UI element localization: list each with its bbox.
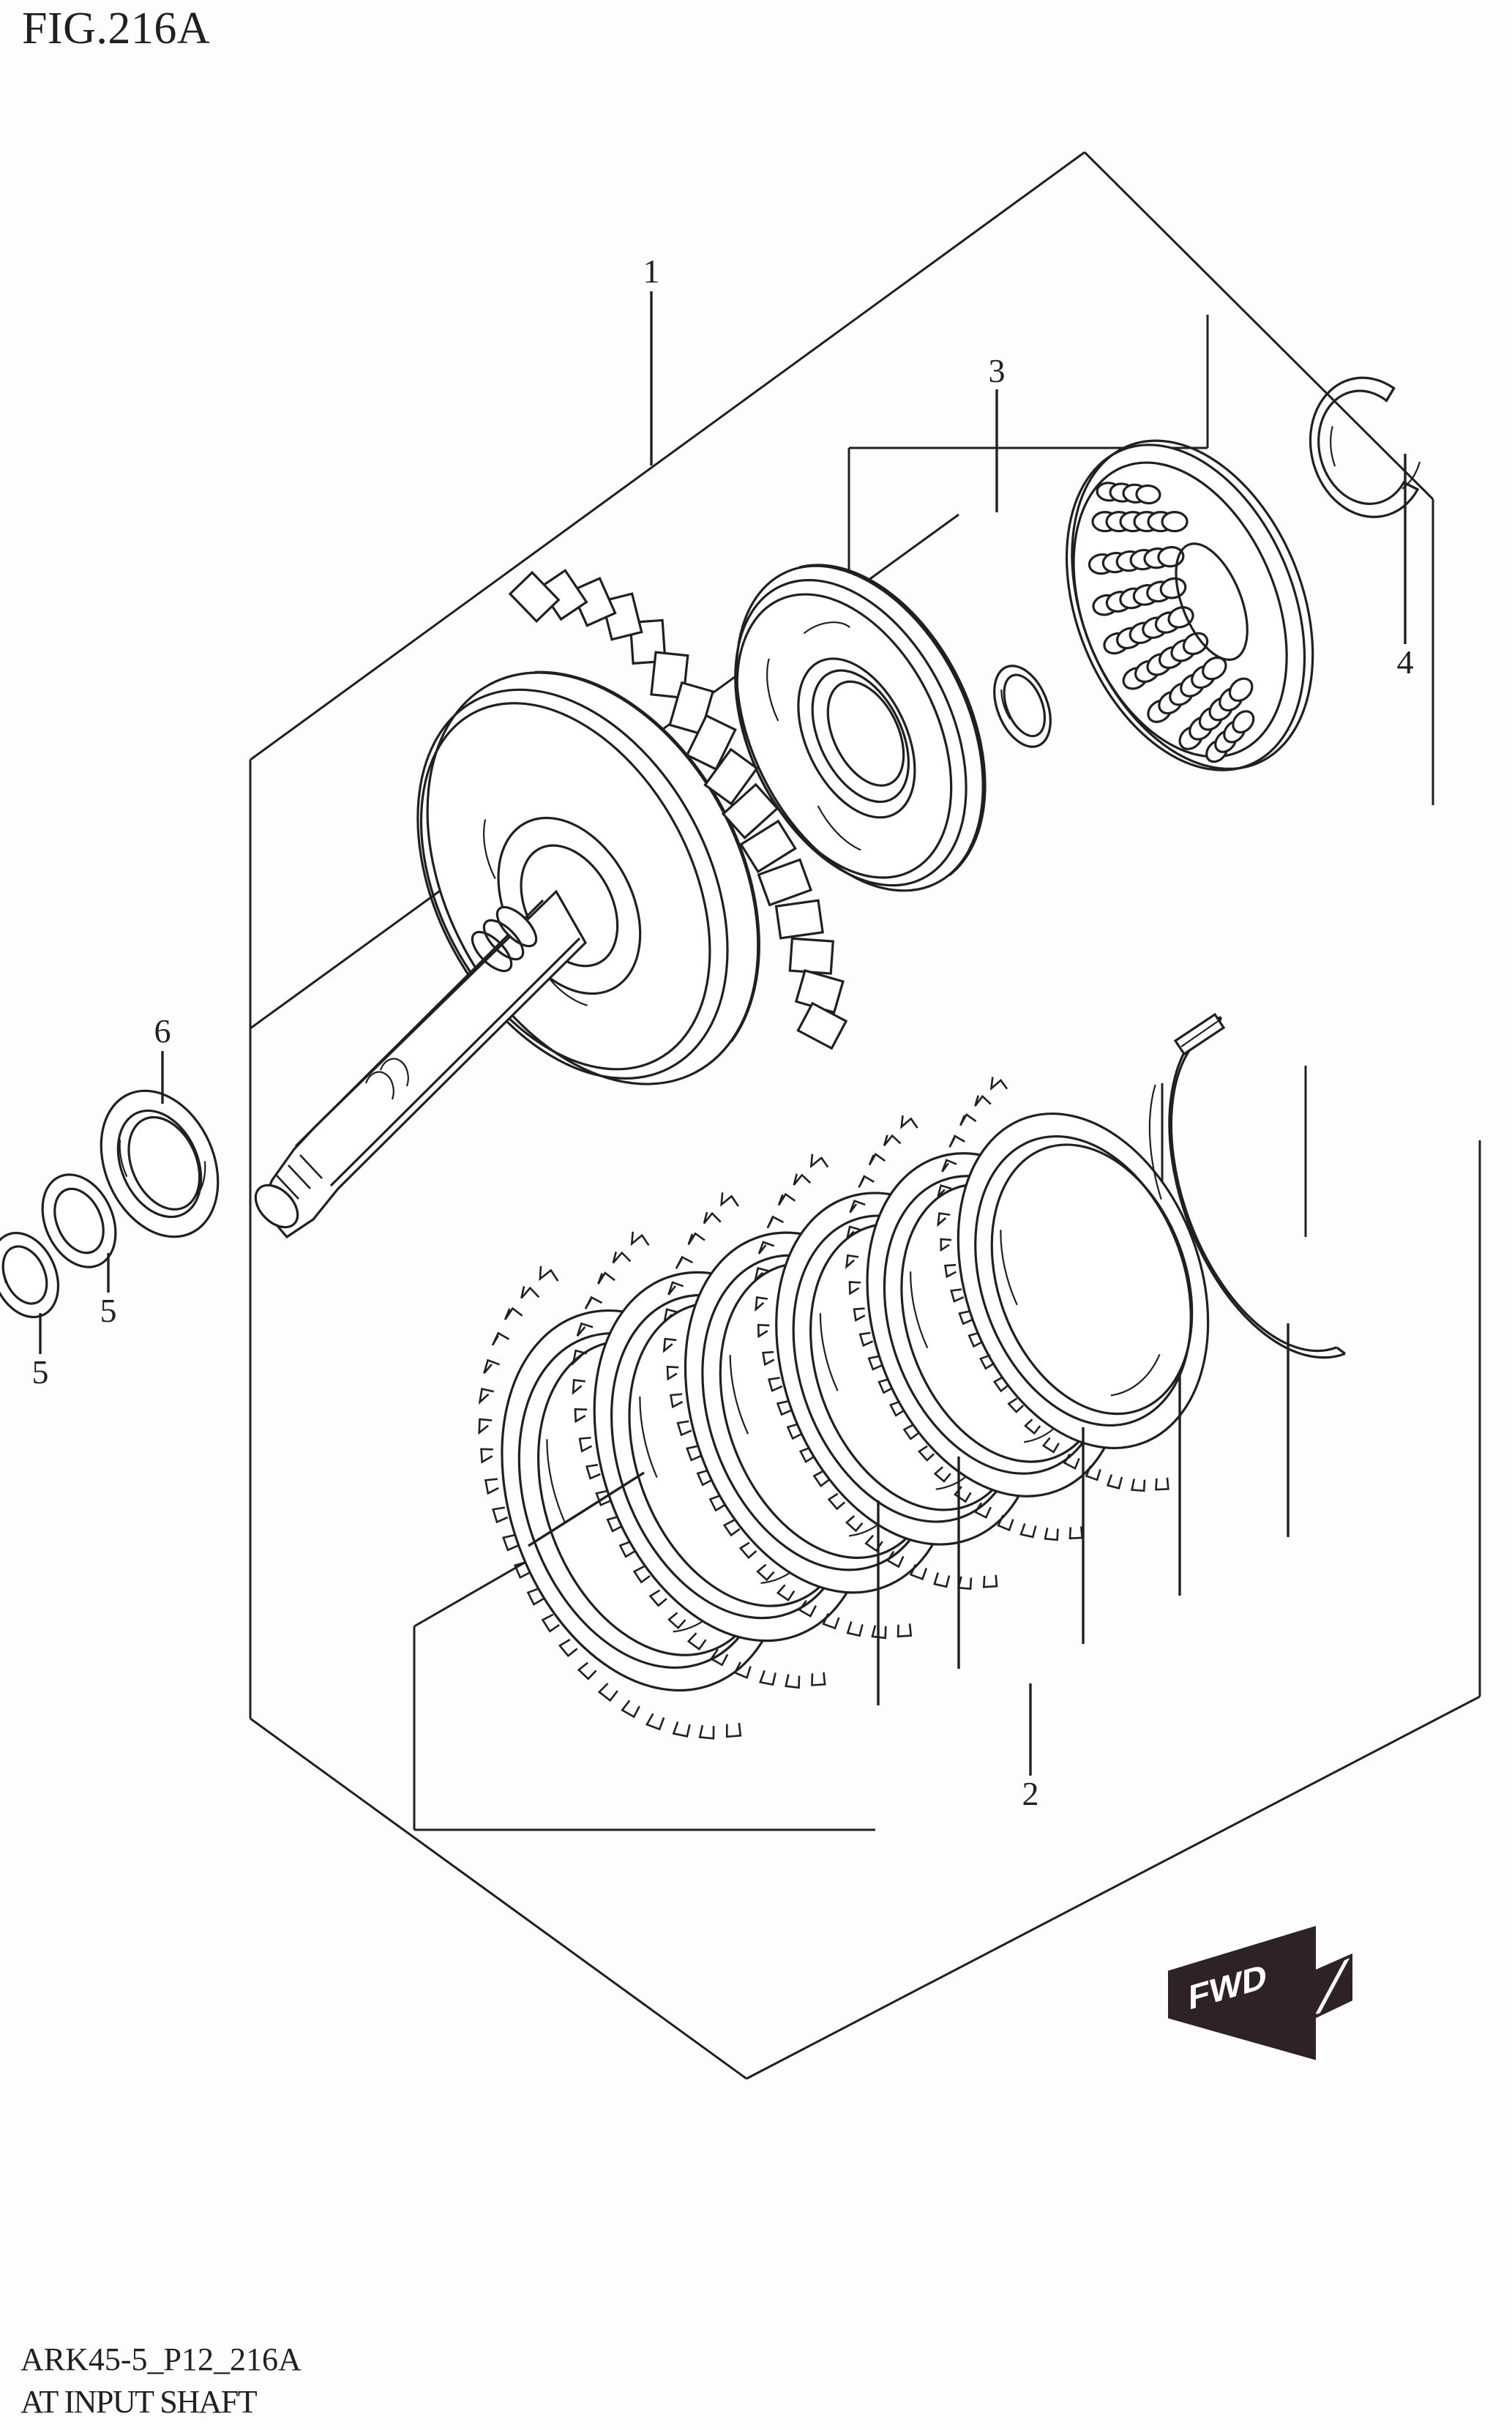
callout-2: 2 (1022, 1775, 1039, 1812)
assembly-name: AT INPUT SHAFT (20, 2384, 258, 2420)
part-5-seal-ring-small (0, 1231, 60, 1319)
retainer-fragment (1173, 1012, 1226, 1056)
callout-3: 3 (989, 352, 1006, 389)
part-1-input-shaft-drum (254, 569, 848, 1239)
part-5-seal-ring-medium (41, 1173, 117, 1268)
part-4-snap-ring (1309, 376, 1421, 518)
callout-6: 6 (154, 1012, 171, 1050)
drawing-code: ARK45-5_P12_216A (20, 2341, 302, 2377)
part-4-return-spring-assembly (1065, 439, 1314, 771)
fwd-direction-arrow: FWD (1168, 1923, 1352, 2060)
input-shaft (254, 889, 587, 1239)
callout-5-small: 5 (32, 1353, 49, 1391)
part-3-clutch-piston (734, 564, 987, 892)
part-6-seal-ring-large (100, 1089, 220, 1238)
page-title: FIG.216A (22, 4, 211, 53)
coil-springs (1088, 482, 1255, 763)
callout-4: 4 (1397, 643, 1414, 681)
part-2-clutch-plate-set (478, 1012, 1346, 1740)
drum-spline-teeth (508, 569, 848, 1050)
leader-lines (39, 291, 1407, 1776)
callout-numbers: 1 3 4 6 5 5 2 (32, 253, 1414, 1812)
assembly-frame (249, 151, 1481, 2080)
callout-5-medium: 5 (100, 1292, 117, 1329)
backing-plate-ring (1148, 1016, 1346, 1359)
callout-1: 1 (643, 253, 660, 290)
fwd-label: FWD (1189, 1957, 1267, 2018)
piston-seal-ring (993, 665, 1052, 748)
